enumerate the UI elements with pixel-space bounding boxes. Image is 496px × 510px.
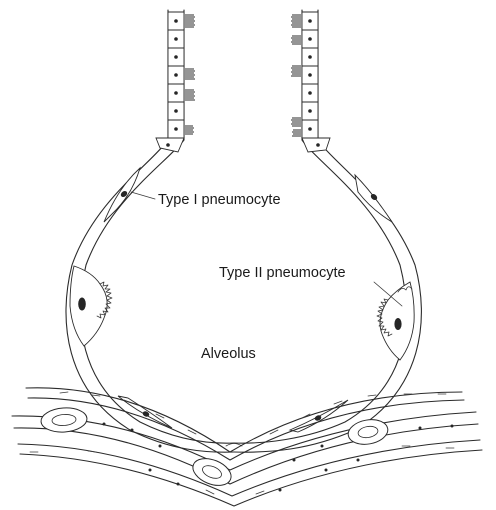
type-ii-pneumocyte-right [376, 281, 415, 361]
bronchiolar-epithelium-right [301, 11, 331, 153]
label-type-ii-pneumocyte: Type II pneumocyte [219, 265, 346, 281]
alveolar-wall [65, 9, 422, 453]
basal-seam [225, 443, 243, 447]
leader-line-type-ii [373, 281, 403, 307]
alveolar-wall-right-inner [233, 9, 407, 444]
type-i-nucleus-bottom-right [314, 415, 322, 421]
rbc-2 [347, 419, 389, 445]
cilia-left [185, 14, 195, 135]
type-i-cell-bottom-right [288, 399, 349, 433]
type-i-nucleus-bottom-left [142, 411, 150, 417]
type-ii-nucleus-left [78, 297, 86, 311]
type-i-pneumocytes [103, 166, 393, 433]
red-blood-cells [40, 407, 389, 486]
capillary-upper [25, 387, 465, 461]
type-ii-pneumocyte-left [69, 265, 113, 347]
bronchiolar-epithelium-left [155, 11, 185, 153]
cilia-right [291, 14, 301, 137]
label-type-i-pneumocyte: Type I pneumocyte [158, 192, 281, 208]
leader-line-type-i [130, 191, 156, 200]
rbc-3 [192, 458, 232, 486]
alveolar-wall-left-outer [65, 9, 235, 453]
label-alveolus: Alveolus [201, 346, 256, 362]
type-ii-nucleus-right [394, 318, 402, 330]
type-i-nucleus-right [370, 193, 378, 201]
alveolar-wall-right-outer [233, 9, 422, 453]
rbc-1 [40, 407, 88, 433]
type-i-nucleus-left [120, 190, 128, 198]
alveolar-wall-left-inner [79, 9, 235, 444]
capillary-lower [11, 411, 483, 507]
